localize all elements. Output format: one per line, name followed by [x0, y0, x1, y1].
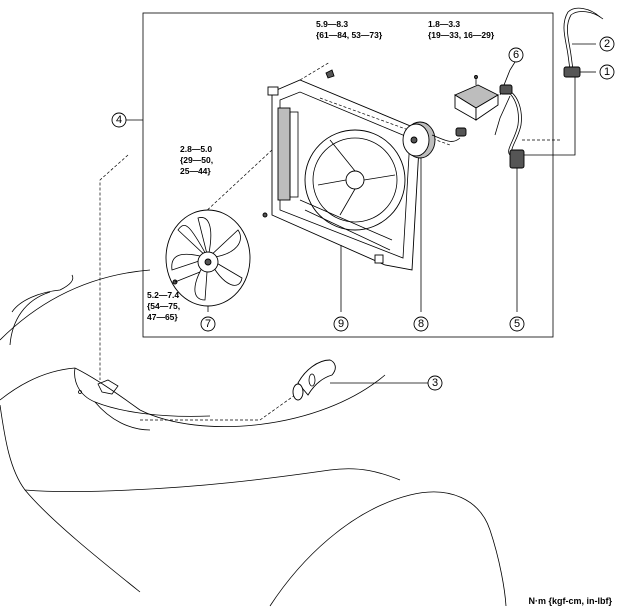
svg-text:47—65}: 47—65} [147, 312, 178, 322]
svg-text:25—44}: 25—44} [180, 166, 211, 176]
svg-text:7: 7 [205, 318, 211, 330]
fan-resistor-part-6 [454, 61, 516, 121]
svg-text:{29—50,: {29—50, [180, 155, 213, 165]
svg-text:2.8—5.0: 2.8—5.0 [180, 144, 212, 154]
svg-text:8: 8 [418, 318, 424, 330]
callout-7: 7 [200, 316, 216, 332]
torque-fan-nut: 5.2—7.4 {54—75, 47—65} [147, 290, 180, 322]
svg-text:4: 4 [116, 114, 122, 126]
callout-9: 9 [333, 316, 349, 332]
fan-shroud-part-9 [174, 61, 451, 271]
connector-wire-part-2 [563, 7, 604, 71]
svg-text:5.9—8.3: 5.9—8.3 [316, 19, 348, 29]
fan-motor-part-8 [402, 121, 467, 312]
svg-text:5.2—7.4: 5.2—7.4 [147, 290, 179, 300]
torque-resistor-screw: 1.8—3.3 {19—33, 16—29} [428, 19, 495, 40]
svg-text:{61—84, 53—73}: {61—84, 53—73} [316, 30, 383, 40]
svg-text:9: 9 [338, 318, 344, 330]
fasteners [172, 69, 335, 285]
coupler-part-1 [563, 66, 596, 78]
svg-text:5: 5 [514, 318, 520, 330]
vehicle-body [0, 269, 507, 607]
svg-text:1: 1 [604, 66, 610, 78]
harness-part-5 [494, 84, 525, 312]
torque-top-bolt: 5.9—8.3 {61—84, 53—73} [316, 19, 383, 40]
svg-text:3: 3 [432, 377, 438, 389]
svg-text:1.8—3.3: 1.8—3.3 [428, 19, 460, 29]
callout-2: 2 [599, 36, 615, 52]
svg-text:{19—33, 16—29}: {19—33, 16—29} [428, 30, 495, 40]
svg-text:6: 6 [513, 49, 519, 61]
units-legend: N·m {kgf-cm, in-lbf} [528, 596, 612, 606]
callout-3: 3 [427, 375, 443, 391]
callout-6: 6 [508, 47, 524, 63]
svg-text:{54—75,: {54—75, [147, 301, 180, 311]
leader-lines [99, 76, 576, 421]
callout-8: 8 [413, 316, 429, 332]
callout-5: 5 [509, 316, 525, 332]
parts-group-frame [142, 12, 554, 338]
svg-text:2: 2 [604, 38, 610, 50]
fan-part-7 [165, 209, 251, 312]
torque-shroud-bolt: 2.8—5.0 {29—50, 25—44} [180, 144, 213, 176]
radiator-hose-part-3 [292, 359, 336, 401]
callout-4: 4 [111, 112, 127, 128]
callout-1: 1 [599, 64, 615, 80]
